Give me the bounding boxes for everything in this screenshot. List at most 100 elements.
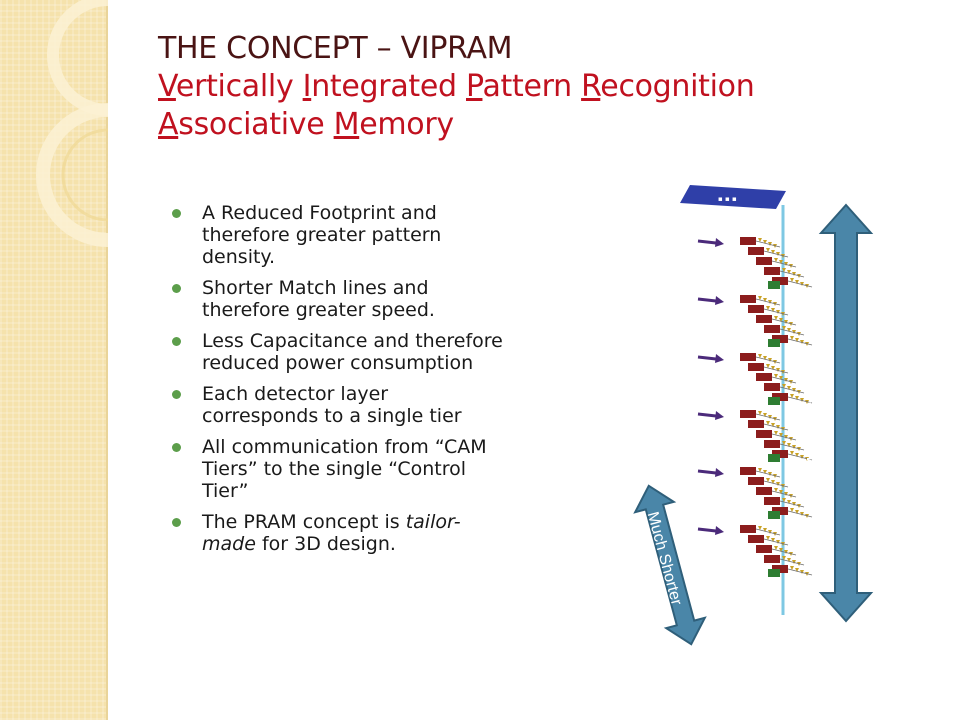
cam-tiers [740, 237, 813, 577]
logic-gate-mark [790, 508, 794, 512]
cam-cell [756, 545, 772, 553]
cam-tier [740, 295, 813, 347]
logic-gate-mark [782, 441, 786, 445]
logic-gate-mark [779, 376, 783, 380]
match-line [779, 443, 805, 451]
logic-gate-mark [782, 556, 786, 560]
logic-gate-mark [790, 451, 794, 455]
logic-gate-mark [763, 356, 767, 360]
input-arrow-icon [697, 469, 717, 475]
bullet-item: A Reduced Footprint and therefore greate… [160, 202, 510, 268]
logic-gate-mark [758, 238, 762, 242]
cam-cell [756, 315, 772, 323]
logic-gate-mark [758, 468, 762, 472]
match-line [771, 548, 797, 556]
logic-gate-mark [771, 423, 775, 427]
logic-gate-mark [766, 421, 770, 425]
bullet-text: The PRAM concept is [202, 511, 406, 533]
logic-gate-mark [795, 280, 799, 284]
input-arrow-head-icon [715, 526, 724, 535]
logic-gate-mark [787, 386, 791, 390]
logic-gate-mark [790, 566, 794, 570]
title-line-1: THE CONCEPT – VIPRAM [158, 31, 513, 66]
logic-gate-mark [782, 498, 786, 502]
match-line [755, 528, 781, 536]
match-line [755, 356, 781, 364]
cam-cell [748, 420, 764, 428]
bullet-item: The PRAM concept is tailor-made for 3D d… [160, 511, 510, 555]
cam-tier [740, 525, 813, 577]
title-word: ssociative [178, 107, 334, 142]
logic-gate-mark [800, 570, 804, 574]
logic-gate-mark [784, 378, 788, 382]
logic-gate-mark [768, 415, 772, 419]
logic-gate-mark [784, 550, 788, 554]
match-line [763, 423, 789, 431]
tier-output-cell [768, 339, 780, 347]
logic-gate-mark [795, 568, 799, 572]
logic-gate-mark [771, 538, 775, 542]
logic-gate-mark [782, 268, 786, 272]
cam-cell [764, 325, 780, 333]
title-word: ertically [175, 69, 303, 104]
cam-cell [764, 383, 780, 391]
much-shorter-vertical-arrow [818, 203, 874, 623]
tier-output-cell [768, 569, 780, 577]
logic-gate-mark [766, 248, 770, 252]
cam-tier [740, 353, 813, 405]
logic-gate-mark [795, 510, 799, 514]
logic-gate-mark [792, 272, 796, 276]
tier-output-cell [768, 281, 780, 289]
title-line-3: Associative Memory [158, 106, 918, 144]
cam-cell [748, 247, 764, 255]
bullet-dot-icon [172, 518, 181, 527]
logic-gate-mark [776, 310, 780, 314]
title-word: emory [359, 107, 454, 142]
match-line [787, 396, 813, 404]
bullet-item: Shorter Match lines and therefore greate… [160, 277, 510, 321]
logic-gate-mark [792, 330, 796, 334]
match-line [771, 260, 797, 268]
control-tier-plate [680, 185, 786, 209]
match-line [779, 386, 805, 394]
logic-gate-mark [800, 340, 804, 344]
input-arrow-icon [697, 297, 717, 303]
logic-gate-mark [792, 445, 796, 449]
logic-gate-mark [795, 453, 799, 457]
logic-gate-mark [763, 240, 767, 244]
match-line [755, 298, 781, 306]
logic-gate-mark [800, 455, 804, 459]
bullet-item: Each detector layer corresponds to a sin… [160, 383, 510, 427]
match-line [787, 510, 813, 518]
title-initial: P [466, 69, 483, 104]
logic-gate-mark [800, 282, 804, 286]
logic-gate-mark [792, 388, 796, 392]
logic-gate-mark [795, 338, 799, 342]
logic-gate-mark [768, 358, 772, 362]
logic-gate-mark [771, 366, 775, 370]
bullet-dot-icon [172, 209, 181, 218]
match-line [787, 338, 813, 346]
cam-cell [748, 363, 764, 371]
title-initial: I [302, 69, 312, 104]
input-arrow-head-icon [715, 296, 724, 305]
match-line [755, 413, 781, 421]
logic-gate-mark [768, 242, 772, 246]
decorative-circles [36, 0, 108, 247]
bullet-text: for 3D design. [255, 533, 396, 555]
title-initial: A [158, 107, 179, 142]
logic-gate-mark [787, 500, 791, 504]
logic-gate-mark [768, 300, 772, 304]
logic-gate-mark [763, 413, 767, 417]
logic-gate-mark [774, 488, 778, 492]
cam-cell [756, 487, 772, 495]
logic-gate-mark [790, 278, 794, 282]
logic-gate-mark [774, 374, 778, 378]
cam-cell [764, 555, 780, 563]
match-line [763, 538, 789, 546]
logic-gate-mark [776, 368, 780, 372]
bullet-text-italic: tailor-made [202, 511, 461, 555]
logic-gate-mark [784, 320, 788, 324]
match-line [771, 490, 797, 498]
bullet-text: Less Capacitance and therefore reduced p… [202, 330, 503, 374]
